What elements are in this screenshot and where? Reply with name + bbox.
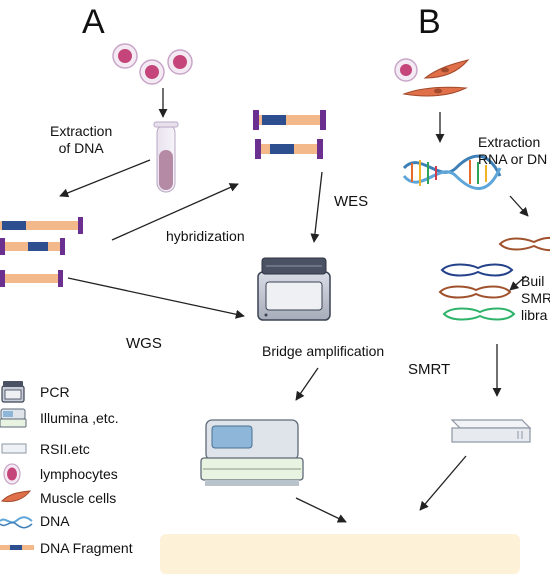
- smrtbell-icon: [440, 263, 514, 277]
- panel-a-title: A: [82, 3, 105, 41]
- dna-helix-icon: [402, 154, 502, 190]
- dna-fragments-exome: [253, 110, 326, 159]
- dna-fragment-icon: [253, 110, 326, 130]
- smrtbell-icon: [498, 236, 550, 252]
- arrow-pcr-to-illumina: [295, 367, 319, 401]
- legend-rsii-label: RSII.etc: [40, 441, 90, 457]
- legend-pcr-icon: [1, 381, 25, 403]
- legend-dna-fragment-label: DNA Fragment: [40, 540, 133, 556]
- muscle-cell-icon: [402, 86, 468, 97]
- lymphocyte-cluster-a: [112, 43, 193, 85]
- legend-illumina-icon: [0, 408, 27, 428]
- lymphocyte-icon: [167, 49, 193, 75]
- cells-cluster-b: [394, 58, 470, 97]
- arrow-illumina-to-summary: [295, 497, 347, 523]
- arrow-tube-to-fragments: [59, 159, 151, 198]
- lymphocyte-icon: [394, 58, 418, 82]
- label-smrt: SMRT: [408, 361, 451, 378]
- arrow-captured-to-pcr: [310, 171, 323, 243]
- rsii-sequencer-icon: [450, 419, 532, 443]
- legend-dna-fragment-icon: [0, 545, 34, 550]
- label-hybridization: hybridization: [166, 228, 245, 244]
- arrow-dna-to-library: [509, 195, 529, 217]
- arrow-library-loop-in: [509, 275, 527, 291]
- dna-fragment-icon: [0, 270, 63, 287]
- lymphocyte-icon: [112, 43, 138, 69]
- label-wes: WES: [334, 193, 369, 210]
- label-extraction-rna: Extraction RNA or DN: [478, 134, 548, 167]
- legend-dna-label: DNA: [40, 513, 70, 529]
- dna-fragment-icon: [255, 139, 323, 159]
- dna-fragment-icon: [0, 217, 83, 234]
- dna-fragment-icon: [0, 238, 65, 255]
- legend-icons: [0, 381, 34, 550]
- label-bridge-amplification: Bridge amplification: [262, 343, 385, 359]
- arrow-fragments-to-captured: [111, 183, 239, 241]
- muscle-cell-icon: [423, 59, 470, 79]
- legend-muscle-cells-label: Muscle cells: [40, 490, 117, 506]
- legend-lymphocytes-label: lymphocytes: [40, 466, 118, 482]
- legend-rsii-icon: [1, 443, 27, 454]
- legend-pcr-label: PCR: [40, 384, 70, 400]
- summary-box: [160, 534, 520, 574]
- lymphocyte-icon: [139, 59, 165, 85]
- label-extraction-dna: Extraction of DNA: [50, 123, 113, 156]
- smrtbell-icon: [438, 285, 512, 299]
- label-build-library: Buil SMR libra: [521, 273, 550, 323]
- legend-dna-icon: [0, 516, 33, 529]
- panel-b-title: B: [418, 3, 441, 41]
- legend-lymphocyte-icon: [3, 463, 21, 485]
- legend-muscle-cell-icon: [0, 490, 32, 502]
- dna-fragments-genome: [0, 217, 83, 287]
- smrtbell-library: [438, 236, 550, 321]
- pcr-machine-icon: [257, 257, 331, 321]
- smrtbell-icon: [442, 307, 516, 321]
- test-tube-icon: [153, 121, 179, 193]
- workflow-diagram: [0, 43, 550, 550]
- legend-illumina-label: Illumina ,etc.: [40, 410, 119, 426]
- arrow-rsii-to-summary: [419, 455, 467, 511]
- illumina-sequencer-icon: [200, 419, 304, 486]
- arrow-fragments-to-pcr: [67, 277, 245, 319]
- label-wgs: WGS: [126, 335, 162, 352]
